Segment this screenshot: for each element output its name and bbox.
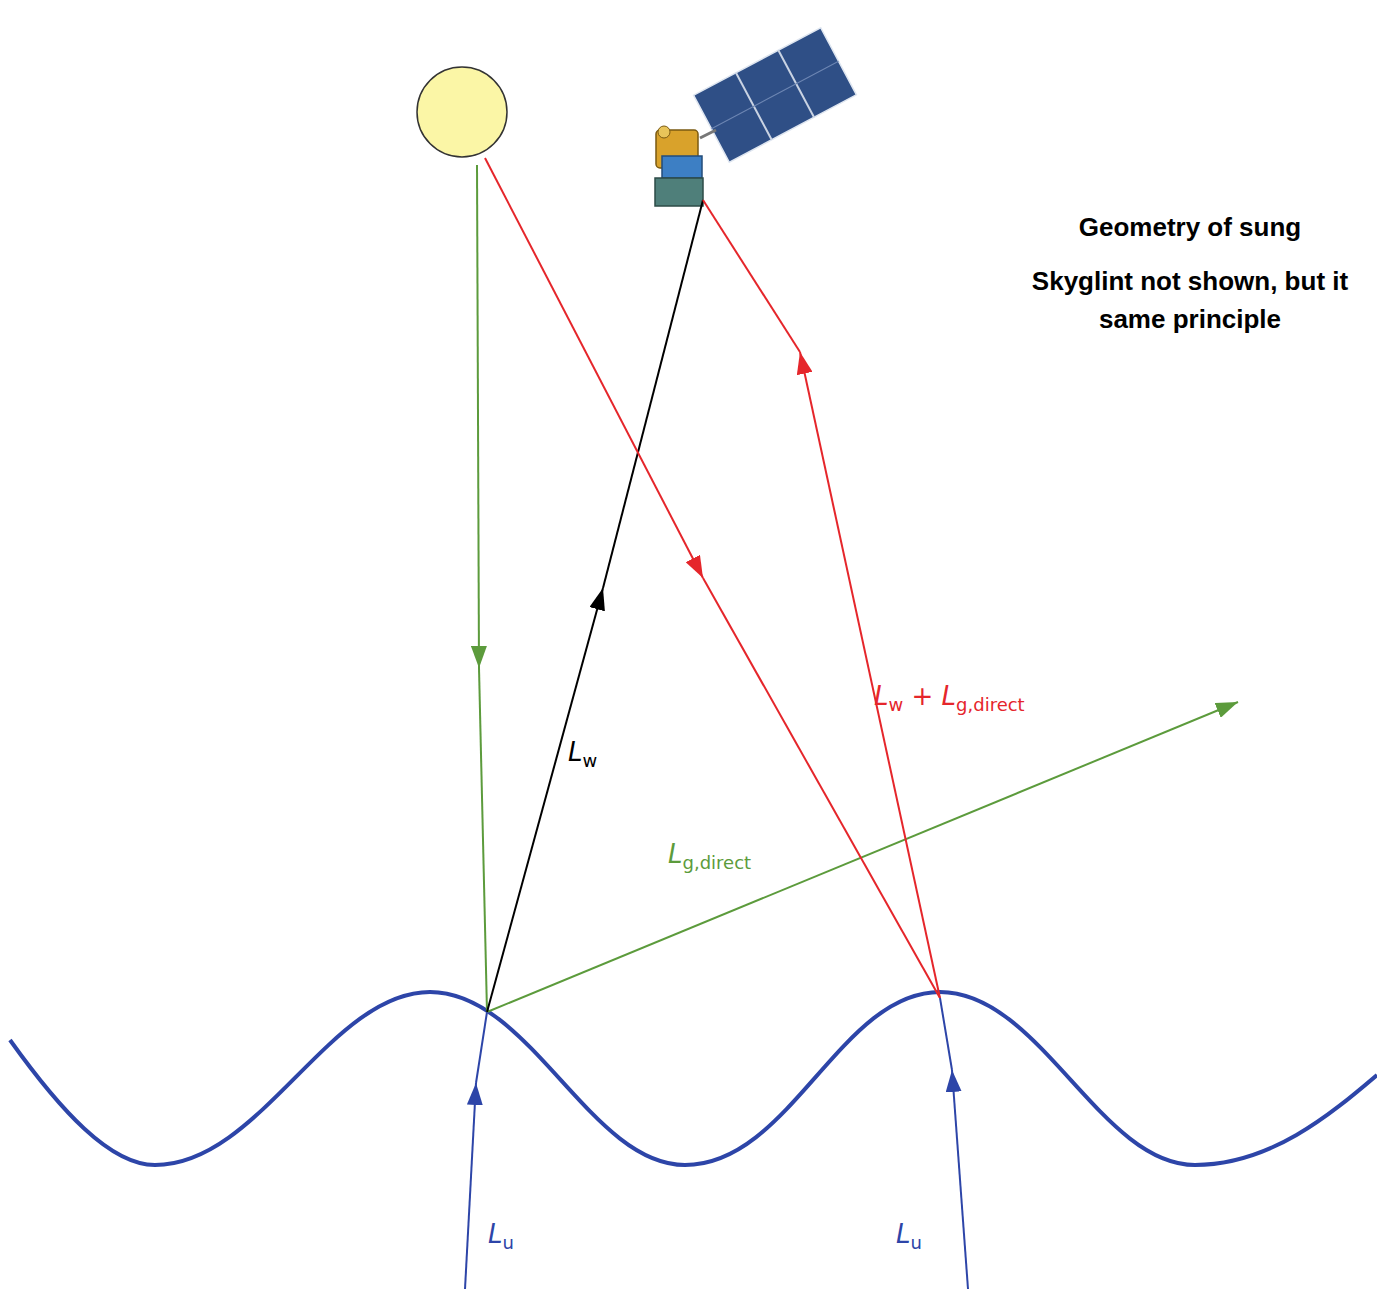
- upwelling-ray: [476, 1012, 487, 1083]
- glint-ray: [703, 200, 800, 352]
- note-text: Skyglint not shown, but it same principl…: [1012, 262, 1368, 338]
- sun-disc: [417, 67, 507, 157]
- sun-ray: [703, 578, 940, 998]
- radiance-label: Lg,direct: [668, 838, 751, 870]
- sun-ray: [485, 158, 703, 578]
- upwelling-ray: [952, 1070, 968, 1289]
- upwelling-ray: [940, 998, 952, 1070]
- sun-ray: [477, 165, 479, 668]
- glint-ray: [800, 352, 940, 998]
- water-leaving-ray: [487, 588, 603, 1012]
- upwelling-ray: [465, 1083, 476, 1289]
- radiance-label: Lu: [896, 1218, 922, 1250]
- radiance-label: Lw + Lg,direct: [874, 680, 1025, 712]
- water-leaving-ray: [603, 200, 703, 588]
- diagram-title: Geometry of sung: [1012, 208, 1368, 246]
- sun-ray: [479, 668, 487, 1012]
- radiance-label: Lw: [568, 736, 597, 768]
- glint-ray: [487, 702, 1238, 1012]
- satellite-icon: [655, 28, 856, 206]
- radiance-label: Lu: [488, 1218, 514, 1250]
- wave-surface: [10, 992, 1377, 1165]
